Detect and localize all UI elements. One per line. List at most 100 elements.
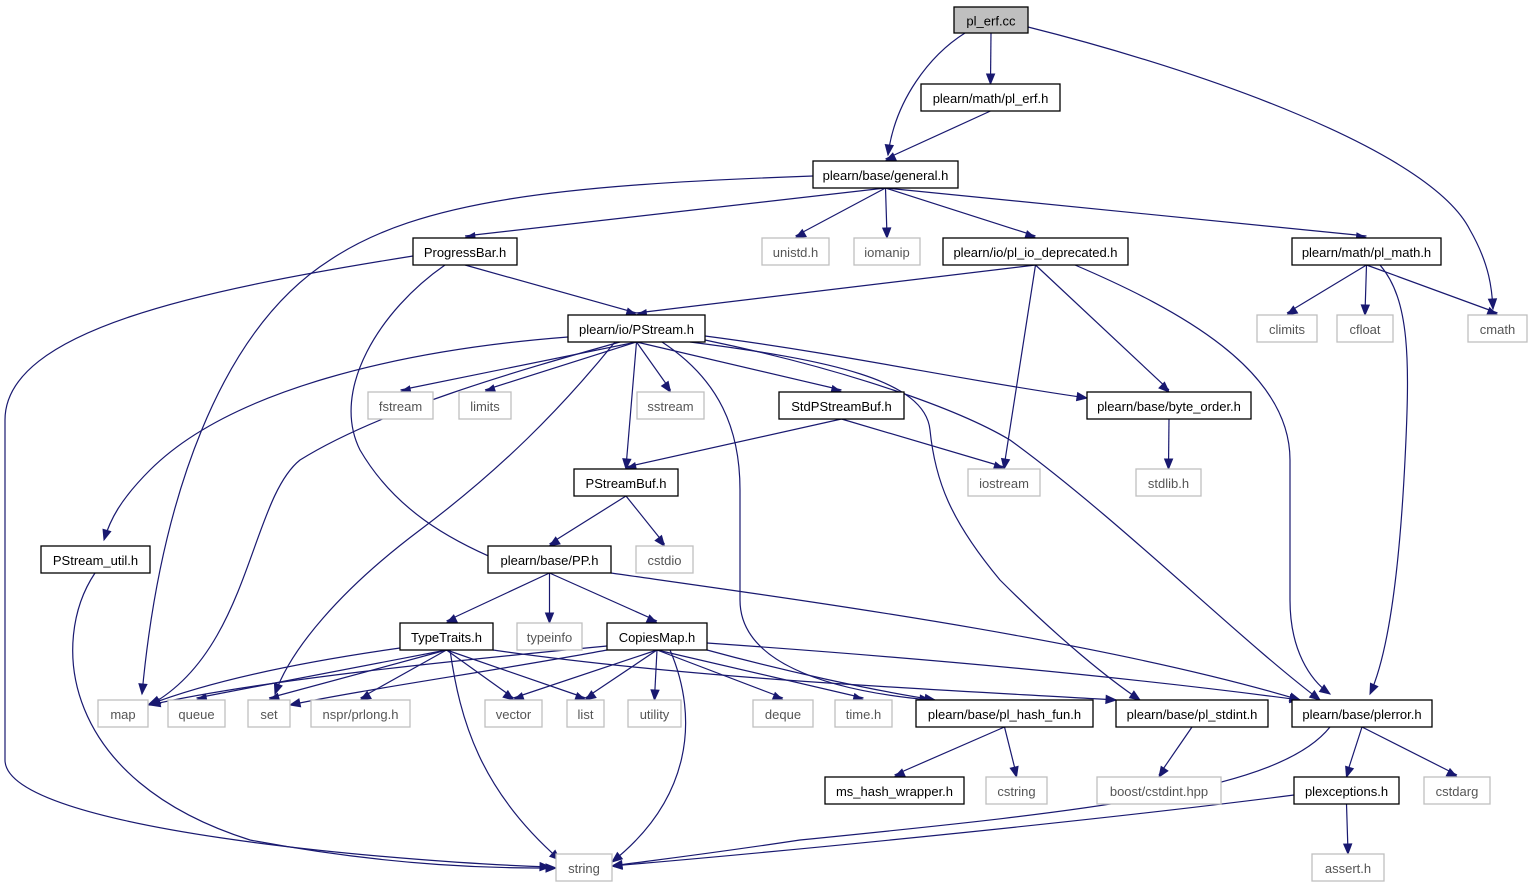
node-pl-erf-cc[interactable]: pl_erf.cc — [953, 6, 1029, 34]
edge-pstream-h-to-pstreambuf-h-arrowhead — [622, 458, 632, 471]
node-pl-io-deprecated-h[interactable]: plearn/io/pl_io_deprecated.h — [942, 237, 1129, 266]
node-vector[interactable]: vector — [484, 699, 543, 728]
node-iostream[interactable]: iostream — [967, 468, 1041, 497]
node-time-h[interactable]: time.h — [834, 699, 893, 728]
node-unistd-h[interactable]: unistd.h — [761, 237, 830, 266]
node-stdpstreambuf-h-box — [778, 391, 905, 420]
node-pl-math-h-box — [1291, 237, 1442, 266]
node-queue-box — [167, 699, 226, 728]
node-utility[interactable]: utility — [627, 699, 682, 728]
node-cfloat[interactable]: cfloat — [1336, 314, 1394, 343]
edge-pl-stdint-h-to-cstdint-hpp — [1158, 726, 1193, 776]
node-stdlib-h[interactable]: stdlib.h — [1135, 468, 1202, 497]
edge-copiesmap-h-to-deque-arrowhead — [771, 691, 785, 701]
node-vector-label: vector — [496, 707, 532, 722]
node-pl-erf-cc-label: pl_erf.cc — [966, 14, 1016, 29]
edge-pstream-h-to-pl-stdint-h — [689, 341, 1141, 701]
node-typeinfo[interactable]: typeinfo — [516, 622, 583, 651]
edge-pl-io-deprecated-h-to-iostream — [1003, 264, 1037, 468]
node-string-box — [555, 853, 613, 882]
edge-typetraits-h-to-list-arrowhead — [574, 691, 587, 701]
node-prlong-h-box — [310, 699, 411, 728]
edge-plexceptions-h-to-string-arrowhead — [610, 860, 623, 870]
node-queue[interactable]: queue — [167, 699, 226, 728]
edge-progressbar-h-to-string-arrowhead — [539, 861, 552, 872]
edge-byte-order-h-to-stdlib-h-arrowhead — [1163, 458, 1174, 471]
node-sstream[interactable]: sstream — [636, 391, 705, 420]
node-cmath[interactable]: cmath — [1467, 314, 1528, 343]
node-deque[interactable]: deque — [752, 699, 814, 728]
node-pl-erf-h[interactable]: plearn/math/pl_erf.h — [920, 83, 1061, 112]
node-general-h-box — [812, 160, 959, 189]
node-general-h-label: plearn/base/general.h — [823, 168, 949, 183]
edge-copiesmap-h-to-set — [289, 649, 608, 706]
edge-pstreambuf-h-to-cstdio-arrowhead — [654, 534, 666, 548]
node-fstream-box — [367, 391, 434, 420]
node-assert-h[interactable]: assert.h — [1311, 853, 1385, 882]
node-ms-hash-wrapper-h[interactable]: ms_hash_wrapper.h — [824, 776, 965, 805]
edge-copiesmap-h-to-vector — [513, 649, 658, 699]
node-pl-stdint-h-label: plearn/base/pl_stdint.h — [1127, 707, 1258, 722]
node-climits-box — [1256, 314, 1318, 343]
edge-copiesmap-h-to-list — [585, 649, 658, 699]
node-copiesmap-h-label: CopiesMap.h — [619, 630, 696, 645]
node-plerror-h[interactable]: plearn/base/plerror.h — [1291, 699, 1433, 728]
node-set[interactable]: set — [247, 699, 291, 728]
node-pp-h-label: plearn/base/PP.h — [500, 553, 598, 568]
node-pstreambuf-h-label: PStreamBuf.h — [586, 476, 667, 491]
node-pl-hash-fun-h[interactable]: plearn/base/pl_hash_fun.h — [915, 699, 1094, 728]
edge-pl-erf-h-to-general-h — [885, 110, 991, 160]
edge-pstream-h-to-limits — [484, 341, 637, 391]
node-copiesmap-h-box — [606, 622, 708, 651]
node-typetraits-h-box — [399, 622, 494, 651]
edge-pstream-util-h-to-string-arrowhead — [545, 863, 558, 873]
node-pstreambuf-h-box — [573, 468, 679, 497]
node-iomanip[interactable]: iomanip — [853, 237, 921, 266]
node-pstreambuf-h[interactable]: PStreamBuf.h — [573, 468, 679, 497]
edge-general-h-to-map-arrowhead — [138, 683, 148, 696]
node-pstream-h[interactable]: plearn/io/PStream.h — [567, 314, 706, 343]
edge-pstream-h-to-pstream-util-h-arrowhead — [102, 528, 112, 542]
node-prlong-h[interactable]: nspr/prlong.h — [310, 699, 411, 728]
node-stdlib-h-box — [1135, 468, 1202, 497]
node-general-h[interactable]: plearn/base/general.h — [812, 160, 959, 189]
edge-typetraits-h-to-string — [449, 649, 561, 861]
node-byte-order-h[interactable]: plearn/base/byte_order.h — [1086, 391, 1252, 420]
edge-pstream-h-to-sstream-arrowhead — [660, 380, 672, 394]
edge-pstream-h-to-pl-hash-fun-h — [661, 341, 931, 701]
node-pp-h[interactable]: plearn/base/PP.h — [487, 545, 612, 574]
node-cstring[interactable]: cstring — [985, 776, 1048, 805]
node-cstdint-hpp[interactable]: boost/cstdint.hpp — [1096, 776, 1222, 805]
edge-pp-h-to-plerror-h — [610, 572, 1301, 701]
node-pl-io-deprecated-h-box — [942, 237, 1129, 266]
node-iomanip-box — [853, 237, 921, 266]
node-progressbar-h[interactable]: ProgressBar.h — [412, 237, 518, 266]
edge-typetraits-h-to-queue — [196, 649, 447, 699]
node-list[interactable]: list — [566, 699, 605, 728]
node-pl-stdint-h[interactable]: plearn/base/pl_stdint.h — [1115, 699, 1269, 728]
node-climits[interactable]: climits — [1256, 314, 1318, 343]
node-stdpstreambuf-h-label: StdPStreamBuf.h — [791, 399, 891, 414]
node-cstdarg[interactable]: cstdarg — [1423, 776, 1491, 805]
node-pl-math-h[interactable]: plearn/math/pl_math.h — [1291, 237, 1442, 266]
node-pstream-util-h[interactable]: PStream_util.h — [40, 545, 151, 574]
node-stdpstreambuf-h[interactable]: StdPStreamBuf.h — [778, 391, 905, 420]
node-typetraits-h[interactable]: TypeTraits.h — [399, 622, 494, 651]
node-map[interactable]: map — [97, 699, 149, 728]
node-typeinfo-box — [516, 622, 583, 651]
node-byte-order-h-label: plearn/base/byte_order.h — [1097, 399, 1241, 414]
node-copiesmap-h[interactable]: CopiesMap.h — [606, 622, 708, 651]
edge-copiesmap-h-to-string-arrowhead — [610, 851, 624, 863]
edge-pl-io-deprecated-h-to-plerror-h-arrowhead — [1318, 684, 1332, 695]
node-limits[interactable]: limits — [458, 391, 512, 420]
node-cstdio[interactable]: cstdio — [635, 545, 694, 574]
node-fstream[interactable]: fstream — [367, 391, 434, 420]
node-set-box — [247, 699, 291, 728]
edge-copiesmap-h-to-string — [611, 649, 687, 863]
node-pstream-h-box — [567, 314, 706, 343]
node-deque-label: deque — [765, 707, 801, 722]
node-byte-order-h-box — [1086, 391, 1252, 420]
node-string[interactable]: string — [555, 853, 613, 882]
node-plexceptions-h[interactable]: plexceptions.h — [1293, 776, 1400, 805]
